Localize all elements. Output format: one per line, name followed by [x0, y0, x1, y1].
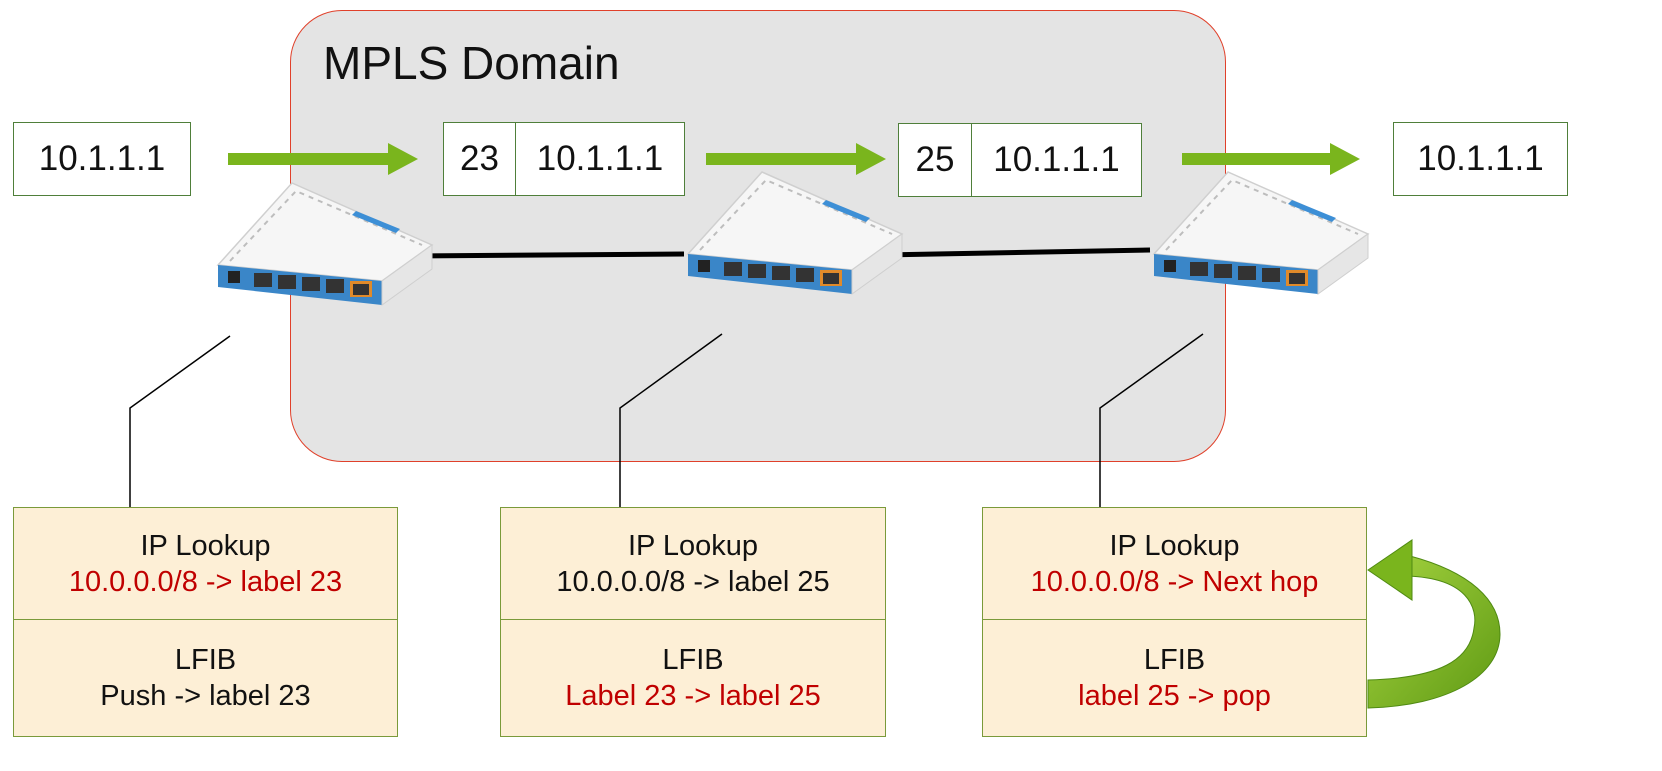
lfib-cell: LFIB label 25 -> pop — [983, 619, 1366, 736]
arrow-3 — [1182, 143, 1360, 175]
ip-lookup-cell: IP Lookup 10.0.0.0/8 -> Next hop — [983, 508, 1366, 620]
lfib-cell: LFIB Push -> label 23 — [14, 619, 397, 736]
link-r1-r2 — [411, 251, 685, 259]
router-2 — [687, 171, 903, 295]
lfib-rule: label 25 -> pop — [1078, 679, 1271, 712]
lfib-title: LFIB — [662, 643, 724, 676]
loop-arrow-icon — [1367, 539, 1501, 709]
ip-lookup-cell: IP Lookup 10.0.0.0/8 -> label 25 — [501, 508, 885, 620]
packet-hop1-ip: 10.1.1.1 — [515, 122, 685, 196]
ip-lookup-cell: IP Lookup 10.0.0.0/8 -> label 23 — [14, 508, 397, 620]
ip-lookup-rule: 10.0.0.0/8 -> label 25 — [556, 565, 830, 598]
packet-egress-ip: 10.1.1.1 — [1393, 122, 1568, 196]
ip-lookup-rule: 10.0.0.0/8 -> label 23 — [68, 565, 343, 598]
router-1 — [217, 182, 433, 306]
link-r2-r3 — [879, 247, 1151, 258]
arrow-2 — [706, 143, 886, 175]
router-1-table: IP Lookup 10.0.0.0/8 -> label 23 LFIB Pu… — [13, 507, 398, 737]
lfib-rule: Label 23 -> label 25 — [565, 679, 821, 712]
ip-lookup-title: IP Lookup — [140, 529, 271, 562]
router-3-table: IP Lookup 10.0.0.0/8 -> Next hop LFIB la… — [982, 507, 1367, 737]
callout-line-2 — [619, 333, 723, 507]
arrow-1 — [228, 143, 418, 175]
ip-lookup-title: IP Lookup — [627, 529, 759, 562]
lfib-title: LFIB — [174, 643, 237, 676]
router-2-table: IP Lookup 10.0.0.0/8 -> label 25 LFIB La… — [500, 507, 886, 737]
lfib-cell: LFIB Label 23 -> label 25 — [501, 619, 885, 736]
lfib-rule: Push -> label 23 — [100, 679, 311, 712]
router-3 — [1153, 171, 1369, 295]
ip-lookup-title: IP Lookup — [1109, 529, 1240, 562]
packet-ingress-ip: 10.1.1.1 — [13, 122, 191, 196]
packet-hop1-label: 23 — [443, 122, 516, 196]
lfib-title: LFIB — [1143, 643, 1206, 676]
callout-line-1 — [129, 335, 231, 507]
mpls-domain-title: MPLS Domain — [323, 37, 620, 89]
ip-lookup-rule: 10.0.0.0/8 -> Next hop — [1030, 565, 1319, 598]
packet-hop2-label: 25 — [898, 123, 972, 197]
packet-hop2-ip: 10.1.1.1 — [971, 123, 1142, 197]
callout-line-3 — [1099, 333, 1204, 507]
